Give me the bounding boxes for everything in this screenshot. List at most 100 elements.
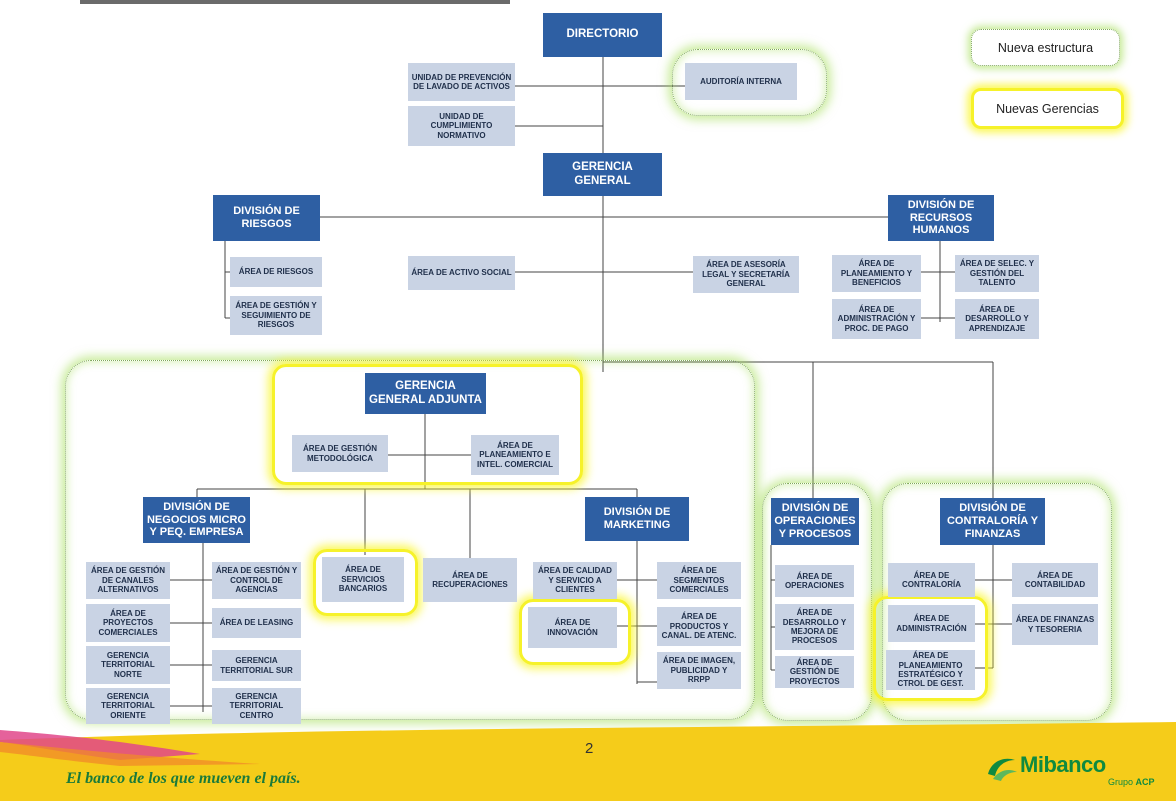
box-area-operaciones-label: ÁREA DE OPERACIONES [784,571,845,590]
mibanco-swirl-icon [988,758,1017,781]
box-gerencia-general: GERENCIA GENERAL [543,153,662,196]
legend-new-structure-label: Nueva estructura [997,40,1094,55]
box-area-desarrollo: ÁREA DE DESARROLLO Y APRENDIZAJE [955,299,1039,339]
box-area-contabilidad-label: ÁREA DE CONTABILIDAD [1024,570,1086,589]
footer-band [0,722,1176,801]
box-area-servicios-bancarios-label: ÁREA DE SERVICIOS BANCARIOS [338,565,388,594]
box-area-leasing: ÁREA DE LEASING [212,608,301,638]
box-gerencia-oriente-label: GERENCIA TERRITORIAL ORIENTE [101,691,155,720]
box-div-rrhh: DIVISIÓN DE RECURSOS HUMANOS [888,195,994,241]
box-area-recuperaciones: ÁREA DE RECUPERACIONES [423,558,517,602]
box-area-activo-social-label: ÁREA DE ACTIVO SOCIAL [411,268,512,278]
page-number: 2 [585,740,594,757]
box-area-calidad-label: ÁREA DE CALIDAD Y SERVICIO A CLIENTES [538,566,612,595]
box-directorio-label: DIRECTORIO [566,28,639,41]
box-area-riesgos-label: ÁREA DE RIESGOS [238,267,314,277]
box-gerencia-norte-label: GERENCIA TERRITORIAL NORTE [101,650,155,679]
new-management-zone-servicios [313,549,418,616]
box-area-planeamiento-estrategico-label: ÁREA DE PLANEAMIENTO ESTRATÉGICO Y CTROL… [897,651,964,689]
box-area-asesoria-label: ÁREA DE ASESORÍA LEGAL Y SECRETARÍA GENE… [702,260,790,289]
box-directorio: DIRECTORIO [543,13,662,57]
box-area-operaciones: ÁREA DE OPERACIONES [775,565,854,597]
box-area-desarrollo-procesos: ÁREA DE DESARROLLO Y MEJORA DE PROCESOS [775,604,854,650]
box-area-innovacion-label: ÁREA DE INNOVACIÓN [547,618,598,637]
box-area-desarrollo-procesos-label: ÁREA DE DESARROLLO Y MEJORA DE PROCESOS [782,608,847,646]
logo-subtitle-brand: ACP [1135,777,1155,787]
legend-new-management: Nuevas Gerencias [971,88,1124,129]
box-area-gestion-proyectos: ÁREA DE GESTIÓN DE PROYECTOS [775,656,854,688]
logo-subtitle-prefix: Grupo [1108,777,1134,787]
new-structure-zone-adjunta [65,360,755,720]
box-area-innovacion: ÁREA DE INNOVACIÓN [528,607,617,648]
box-area-leasing-label: ÁREA DE LEASING [219,618,294,628]
box-area-gestion-riesgos-label: ÁREA DE GESTIÓN Y SEGUIMIENTO DE RIESGOS [235,301,317,330]
box-gerencia-centro-label: GERENCIA TERRITORIAL CENTRO [229,691,284,720]
box-gerencia-general-label: GERENCIA GENERAL [572,160,633,187]
box-area-planeamiento-estrategico: ÁREA DE PLANEAMIENTO ESTRATÉGICO Y CTROL… [886,650,975,690]
box-area-planeamiento-comercial-label: ÁREA DE PLANEAMIENTO E INTEL. COMERCIAL [477,440,553,469]
box-area-segmentos-label: ÁREA DE SEGMENTOS COMERCIALES [669,566,729,595]
box-area-contabilidad: ÁREA DE CONTABILIDAD [1012,563,1098,597]
box-area-proyectos-comerciales: ÁREA DE PROYECTOS COMERCIALES [86,604,170,642]
box-div-rrhh-label: DIVISIÓN DE RECURSOS HUMANOS [907,198,975,237]
box-area-administracion: ÁREA DE ADMINISTRACIÓN [888,605,975,642]
box-auditoria-label: AUDITORÍA INTERNA [700,76,782,86]
box-area-servicios-bancarios: ÁREA DE SERVICIOS BANCARIOS [322,557,404,602]
box-area-planeamiento-comercial: ÁREA DE PLANEAMIENTO E INTEL. COMERCIAL [471,435,559,475]
box-area-canales: ÁREA DE GESTIÓN DE CANALES ALTERNATIVOS [86,562,170,599]
box-div-contraloria: DIVISIÓN DE CONTRALORÍA Y FINANZAS [940,498,1045,545]
box-area-administracion-label: ÁREA DE ADMINISTRACIÓN [896,614,967,633]
box-gerencia-oriente: GERENCIA TERRITORIAL ORIENTE [86,688,170,724]
new-structure-zone-operaciones [762,483,872,721]
box-div-riesgos: DIVISIÓN DE RIESGOS [213,195,320,241]
box-area-finanzas: ÁREA DE FINANZAS Y TESORERIA [1012,604,1098,645]
logo-subtitle: Grupo ACP [1108,777,1155,787]
box-area-seleccion: ÁREA DE SELEC. Y GESTIÓN DEL TALENTO [955,255,1039,292]
box-area-productos: ÁREA DE PRODUCTOS Y CANAL. DE ATENC. [657,607,741,646]
box-area-administracion-pago: ÁREA DE ADMINISTRACIÓN Y PROC. DE PAGO [832,299,921,339]
new-management-zone-contraloria [873,596,988,701]
box-cumplimiento-label: UNIDAD DE CUMPLIMIENTO NORMATIVO [430,111,493,140]
box-div-operaciones-label: DIVISIÓN DE OPERACIONES Y PROCESOS [774,502,856,540]
box-area-canales-label: ÁREA DE GESTIÓN DE CANALES ALTERNATIVOS [91,566,165,595]
box-prevencion: UNIDAD DE PREVENCIÓN DE LAVADO DE ACTIVO… [408,63,515,101]
box-div-negocios: DIVISIÓN DE NEGOCIOS MICRO Y PEQ. EMPRES… [143,497,250,543]
box-area-planeamiento-beneficios-label: ÁREA DE PLANEAMIENTO Y BENEFICIOS [840,259,913,288]
box-gerencia-centro: GERENCIA TERRITORIAL CENTRO [212,688,301,724]
box-div-riesgos-label: DIVISIÓN DE RIESGOS [233,205,300,230]
box-gerencia-sur-label: GERENCIA TERRITORIAL SUR [220,656,293,675]
box-area-planeamiento-beneficios: ÁREA DE PLANEAMIENTO Y BENEFICIOS [832,255,921,292]
slogan: El banco de los que mueven el país. [66,770,301,787]
box-area-contraloria: ÁREA DE CONTRALORÍA [888,563,975,597]
box-area-administracion-pago-label: ÁREA DE ADMINISTRACIÓN Y PROC. DE PAGO [837,304,916,333]
box-area-imagen-label: ÁREA DE IMAGEN, PUBLICIDAD Y RRPP [662,656,736,685]
box-area-contraloria-label: ÁREA DE CONTRALORÍA [901,570,962,589]
legend-new-structure: Nueva estructura [971,29,1120,66]
box-gerencia-norte: GERENCIA TERRITORIAL NORTE [86,646,170,684]
box-gerencia-adjunta: GERENCIA GENERAL ADJUNTA [365,373,486,414]
box-area-finanzas-label: ÁREA DE FINANZAS Y TESORERIA [1015,615,1095,634]
box-div-negocios-label: DIVISIÓN DE NEGOCIOS MICRO Y PEQ. EMPRES… [146,500,246,539]
box-area-gestion-metodologica: ÁREA DE GESTIÓN METODOLÓGICA [292,435,388,472]
box-div-contraloria-label: DIVISIÓN DE CONTRALORÍA Y FINANZAS [946,502,1039,540]
box-area-gestion-riesgos: ÁREA DE GESTIÓN Y SEGUIMIENTO DE RIESGOS [230,296,322,335]
box-area-proyectos-comerciales-label: ÁREA DE PROYECTOS COMERCIALES [98,608,158,637]
box-div-operaciones: DIVISIÓN DE OPERACIONES Y PROCESOS [771,498,859,545]
box-gerencia-sur: GERENCIA TERRITORIAL SUR [212,650,301,681]
box-area-calidad: ÁREA DE CALIDAD Y SERVICIO A CLIENTES [533,562,617,599]
box-area-asesoria: ÁREA DE ASESORÍA LEGAL Y SECRETARÍA GENE… [693,256,799,293]
box-div-marketing-label: DIVISIÓN DE MARKETING [603,506,671,531]
box-auditoria: AUDITORÍA INTERNA [685,63,797,100]
box-area-productos-label: ÁREA DE PRODUCTOS Y CANAL. DE ATENC. [661,612,737,641]
box-area-imagen: ÁREA DE IMAGEN, PUBLICIDAD Y RRPP [657,652,741,689]
logo-name: Mibanco [1020,752,1106,777]
header-strip [80,0,510,4]
new-structure-zone-auditoria [672,49,827,116]
box-area-desarrollo-label: ÁREA DE DESARROLLO Y APRENDIZAJE [965,304,1029,333]
box-prevencion-label: UNIDAD DE PREVENCIÓN DE LAVADO DE ACTIVO… [411,72,512,91]
legend-new-management-label: Nuevas Gerencias [996,101,1099,116]
box-div-marketing: DIVISIÓN DE MARKETING [585,497,689,541]
box-area-riesgos: ÁREA DE RIESGOS [230,257,322,287]
box-area-gestion-proyectos-label: ÁREA DE GESTIÓN DE PROYECTOS [789,657,840,686]
